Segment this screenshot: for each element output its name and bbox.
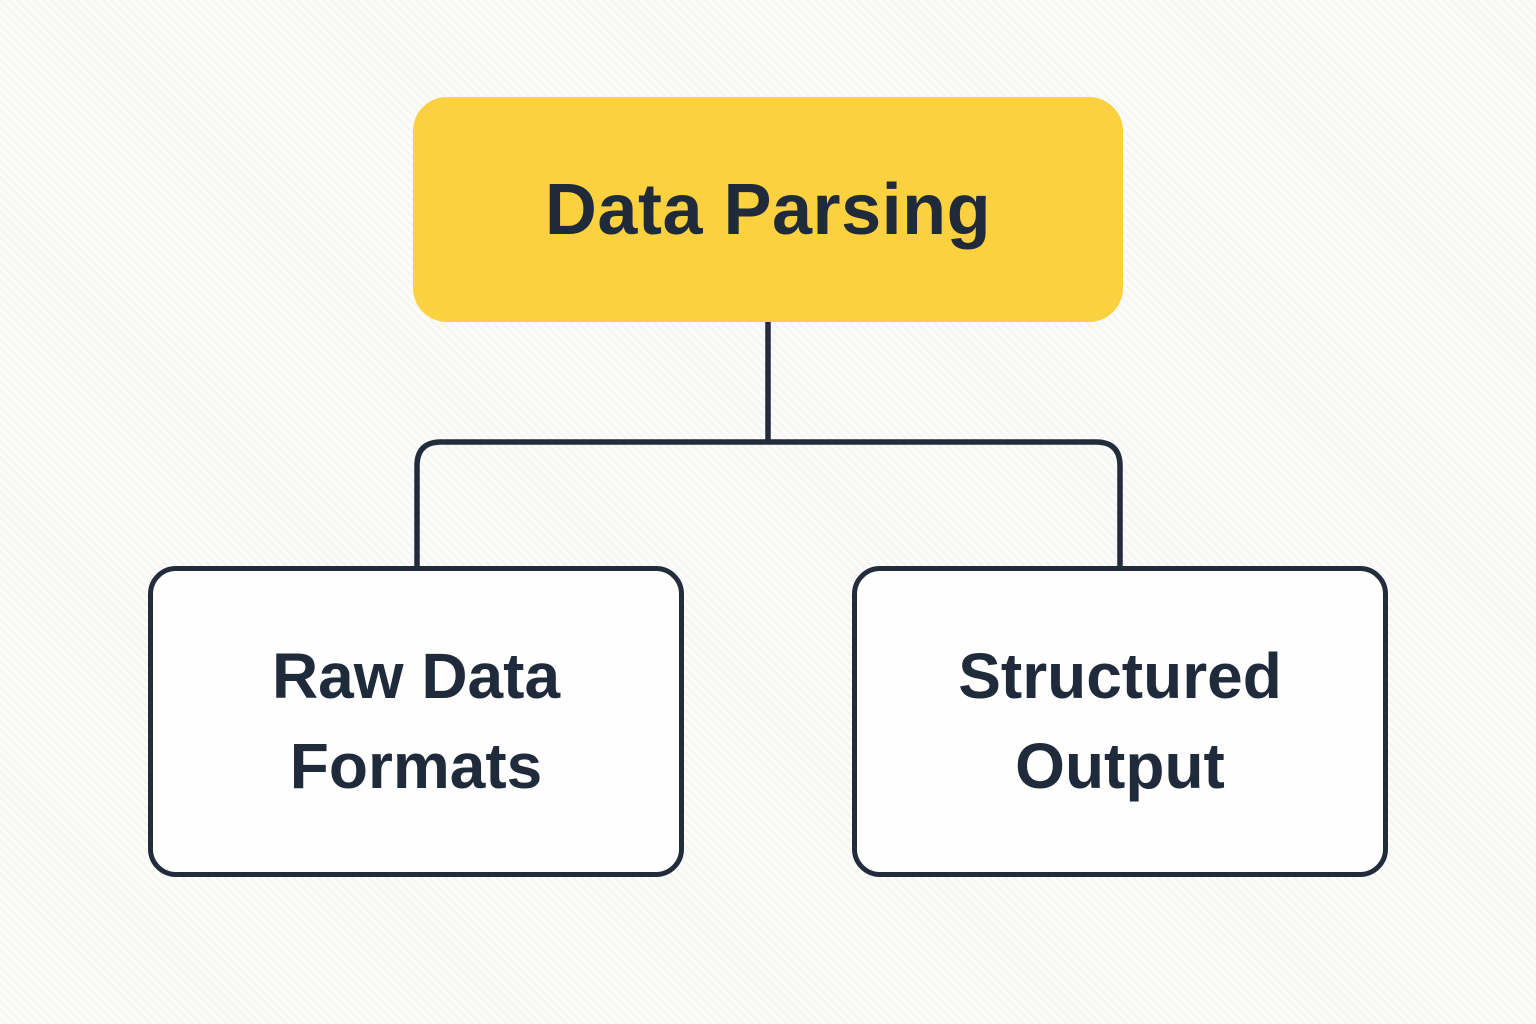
node-data-parsing-label: Data Parsing (544, 169, 992, 250)
connector-bracket (414, 439, 1123, 568)
node-structured-output-label: Structured Output (958, 639, 1282, 802)
node-structured-output: Structured Output (852, 566, 1388, 877)
node-raw-data-formats-label: Raw Data Formats (271, 639, 561, 802)
node-raw-data-formats: Raw Data Formats (148, 566, 684, 877)
node-data-parsing: Data Parsing (413, 97, 1123, 322)
